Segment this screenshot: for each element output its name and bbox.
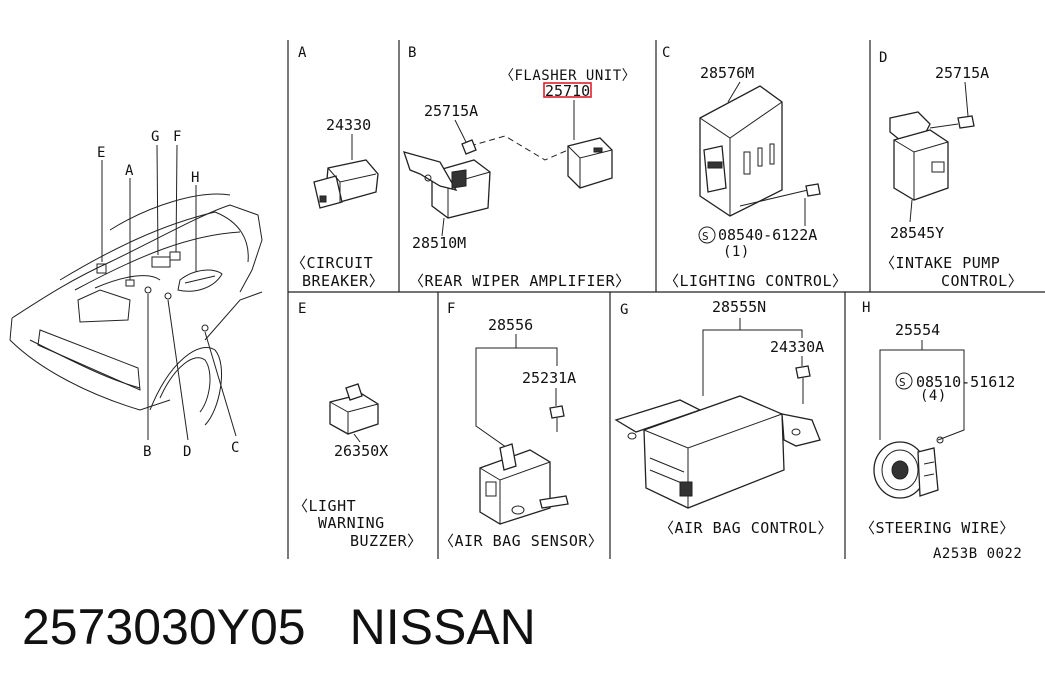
part-number: 28555N: [712, 298, 766, 316]
brand-name: NISSAN: [349, 599, 536, 655]
callout-c: C: [231, 440, 239, 456]
caption-line2: WARNING: [318, 514, 385, 532]
callout-g: G: [151, 129, 159, 145]
callout-b: B: [143, 444, 151, 460]
callout-h: H: [191, 170, 199, 186]
panel-letter: C: [662, 45, 670, 61]
caption-line1: 〈LIGHT: [293, 497, 356, 515]
panel-letter: D: [879, 50, 887, 66]
s-symbol: S: [899, 376, 906, 389]
part-number: 24330: [326, 116, 371, 134]
part-number: 28510M: [412, 234, 466, 252]
flasher-unit-header: 〈FLASHER UNIT〉: [500, 68, 636, 84]
panel-letter: F: [447, 301, 455, 317]
caption: 〈REAR WIPER AMPLIFIER〉: [409, 272, 631, 290]
part-number-footer: 2573030Y05: [22, 599, 306, 655]
part-number: 28556: [488, 316, 533, 334]
panel-a: A 24330 〈CIRCUIT BREAKER〉: [291, 45, 384, 290]
panel-e: E 26350X 〈LIGHT WARNING BUZZER〉: [293, 301, 423, 550]
callout-e: E: [97, 145, 105, 161]
part-number: 26350X: [334, 442, 388, 460]
part-number: 24330A: [770, 338, 824, 356]
panel-d: D 25715A 28545Y 〈INTAKE PUMP CONTROL〉: [879, 50, 1023, 290]
qty: (4): [920, 388, 947, 404]
callout-a: A: [125, 163, 134, 179]
diagram-code: A253B 0022: [933, 546, 1022, 562]
caption-line2: BREAKER〉: [302, 272, 384, 290]
caption-line2: CONTROL〉: [941, 272, 1023, 290]
callout-f: F: [173, 129, 181, 145]
caption-line1: 〈INTAKE PUMP: [880, 254, 1000, 272]
part-number: 25554: [895, 321, 940, 339]
caption: 〈AIR BAG SENSOR〉: [439, 532, 603, 550]
part-number: 28576M: [700, 64, 754, 82]
panel-h: H 25554 S 08510-51612 (4) 〈STEERING WIRE…: [860, 300, 1015, 537]
part-number: 25231A: [522, 369, 576, 387]
caption: 〈STEERING WIRE〉: [860, 519, 1015, 537]
panel-letter: A: [298, 45, 307, 61]
part-number: 25715A: [424, 102, 478, 120]
part-number-highlight: 25710: [545, 82, 590, 100]
panel-g: G 28555N 24330A 〈AIR BAG CONTROL〉: [614, 298, 833, 537]
callout-d: D: [183, 444, 191, 460]
panel-b: B 〈FLASHER UNIT〉 25710 25715A 28510M 〈RE…: [402, 45, 636, 290]
caption-line1: 〈CIRCUIT: [291, 254, 373, 272]
car-overview: E A G F H B D C: [9, 129, 263, 460]
bolt-number: 08510-51612: [916, 373, 1015, 391]
panel-letter: E: [298, 301, 306, 317]
qty: (1): [723, 244, 750, 260]
footer: 2573030Y05 NISSAN: [22, 598, 536, 656]
panel-letter: G: [620, 302, 628, 318]
s-symbol: S: [702, 230, 709, 243]
caption: 〈LIGHTING CONTROL〉: [664, 272, 848, 290]
part-number: 28545Y: [890, 224, 944, 242]
part-number: 25715A: [935, 64, 989, 82]
caption-line3: BUZZER〉: [350, 532, 423, 550]
panel-grid: [287, 40, 1045, 559]
panel-c: C 28576M S 08540-6122A (1) 〈LIGHTING CON…: [662, 45, 848, 290]
caption: 〈AIR BAG CONTROL〉: [659, 519, 833, 537]
bolt-number: 08540-6122A: [718, 226, 817, 244]
panel-letter: B: [408, 45, 416, 61]
part-highlight-box: [543, 82, 592, 98]
panel-f: F 28556 25231A 〈AIR BAG SENSOR〉: [439, 301, 603, 550]
panel-letter: H: [862, 300, 870, 316]
